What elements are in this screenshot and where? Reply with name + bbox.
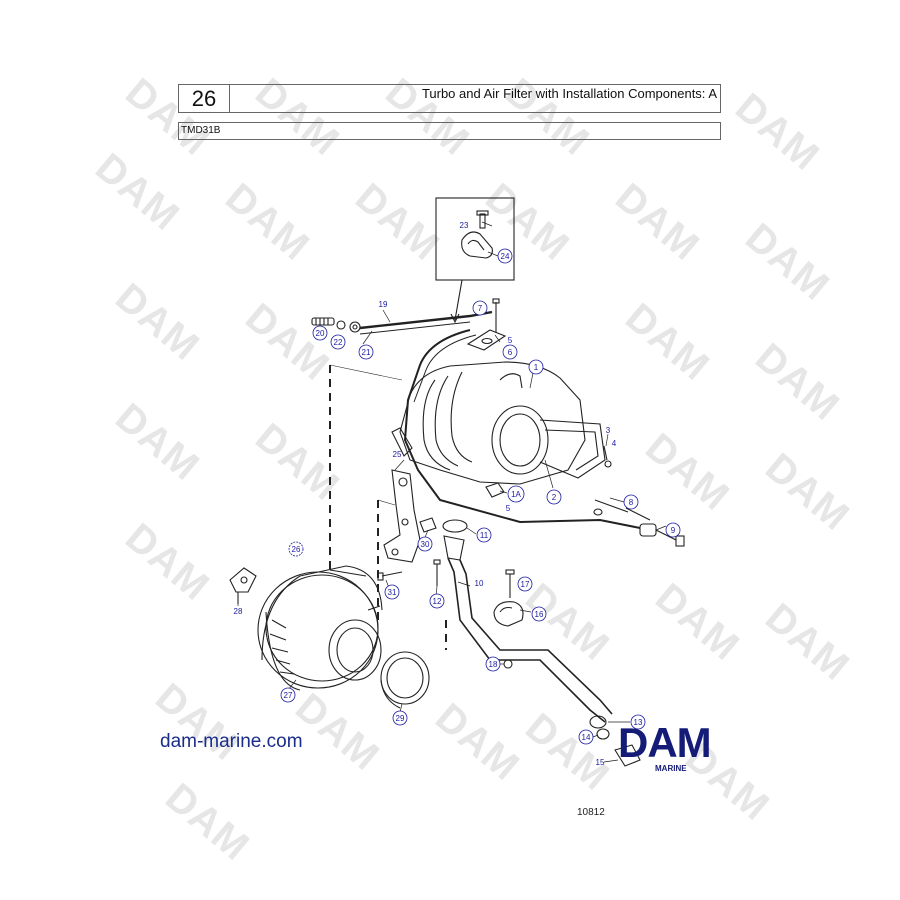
- svg-text:13: 13: [634, 718, 643, 727]
- callout-12: 12: [429, 593, 445, 609]
- svg-text:14: 14: [582, 733, 591, 742]
- svg-text:28: 28: [234, 607, 243, 616]
- svg-text:27: 27: [284, 691, 293, 700]
- callout-17: 17: [517, 576, 533, 592]
- callout-3: 3: [606, 426, 611, 435]
- installation-lines: [329, 365, 447, 650]
- dam-logo-subtext: MARINE: [655, 764, 687, 773]
- svg-text:6: 6: [508, 348, 513, 357]
- bolt-31: [377, 571, 403, 581]
- callout-9: 9: [665, 522, 681, 538]
- callout-23: 23: [460, 221, 469, 230]
- callout-14: 14: [578, 729, 594, 745]
- section-number: 26: [179, 85, 230, 112]
- drain-pipe: [403, 329, 641, 529]
- hose-end: [589, 715, 641, 767]
- svg-text:1: 1: [534, 363, 539, 372]
- callout-10: 10: [475, 579, 484, 588]
- svg-text:17: 17: [521, 580, 530, 589]
- svg-text:11: 11: [480, 531, 489, 540]
- header-bar: 26 Turbo and Air Filter with Installatio…: [178, 84, 721, 113]
- svg-text:30: 30: [421, 540, 430, 549]
- turbocharger: [391, 361, 606, 485]
- callout-20: 20: [312, 325, 328, 341]
- svg-text:12: 12: [433, 597, 442, 606]
- svg-text:31: 31: [388, 588, 397, 597]
- callout-4: 4: [612, 439, 617, 448]
- callout-1: 1: [528, 359, 544, 375]
- callout-18: 18: [485, 656, 501, 672]
- website-link[interactable]: dam-marine.com: [160, 731, 303, 752]
- callout-31: 31: [384, 584, 400, 600]
- pipe-connector: [593, 499, 685, 547]
- callout-5-bottom: 5: [506, 504, 511, 513]
- callout-28: 28: [234, 607, 243, 616]
- svg-text:9: 9: [671, 526, 676, 535]
- clip-assembly: [493, 569, 524, 669]
- clamp-part: [461, 210, 493, 259]
- inset-leader: [454, 279, 463, 321]
- callout-1a: 1A: [507, 485, 525, 503]
- svg-text:21: 21: [362, 348, 371, 357]
- rubber-connector: [380, 651, 430, 709]
- svg-text:2: 2: [552, 493, 557, 502]
- svg-text:8: 8: [629, 498, 634, 507]
- callout-22: 22: [330, 334, 346, 350]
- svg-text:24: 24: [501, 252, 510, 261]
- callout-8: 8: [623, 494, 639, 510]
- callout-24: 24: [497, 248, 513, 264]
- callout-19: 19: [379, 300, 388, 309]
- svg-text:22: 22: [334, 338, 343, 347]
- studs: [603, 445, 612, 468]
- circled-callouts: 24 7 20 22 21 6 1 2 1A 8 9 11 30 12 31 1…: [234, 248, 681, 745]
- bolt-12: [433, 559, 441, 586]
- mounting-clamp: [229, 567, 257, 604]
- inset-box: [435, 197, 515, 281]
- callout-29: 29: [392, 710, 408, 726]
- callout-5-top: 5: [508, 336, 513, 345]
- plain-callouts: 23 19 5 3 4 25 5 10 15: [379, 221, 617, 767]
- leader-lines: [237, 221, 667, 763]
- svg-text:29: 29: [396, 714, 405, 723]
- svg-text:7: 7: [478, 304, 483, 313]
- callout-6: 6: [502, 344, 518, 360]
- oil-return-elbow: [442, 519, 613, 723]
- callout-25: 25: [393, 450, 402, 459]
- oil-pipe: [359, 310, 493, 330]
- callout-27: 27: [280, 687, 296, 703]
- bracket: [383, 469, 421, 563]
- callout-2: 2: [546, 489, 562, 505]
- flange-bolt: [466, 298, 507, 351]
- callout-7: 7: [472, 300, 488, 316]
- svg-text:18: 18: [489, 660, 498, 669]
- model-bar: TMD31B: [178, 122, 721, 140]
- svg-text:1A: 1A: [511, 490, 521, 499]
- callout-21: 21: [358, 344, 374, 360]
- drawing-number: 10812: [577, 807, 605, 818]
- banjo-bolt: [311, 317, 361, 333]
- air-filter: [257, 565, 383, 691]
- model-label: TMD31B: [181, 125, 221, 136]
- page-title: Turbo and Air Filter with Installation C…: [421, 86, 717, 101]
- callout-26: 26: [288, 541, 304, 557]
- callout-15: 15: [596, 758, 605, 767]
- svg-text:20: 20: [316, 329, 325, 338]
- dam-logo: DAM: [618, 719, 712, 766]
- svg-text:26: 26: [292, 545, 301, 554]
- svg-text:16: 16: [535, 610, 544, 619]
- nut-1a: [485, 482, 505, 498]
- callout-30: 30: [417, 536, 433, 552]
- callout-16: 16: [531, 606, 547, 622]
- callout-13: 13: [630, 714, 646, 730]
- nut-30: [419, 517, 437, 533]
- callout-11: 11: [476, 527, 492, 543]
